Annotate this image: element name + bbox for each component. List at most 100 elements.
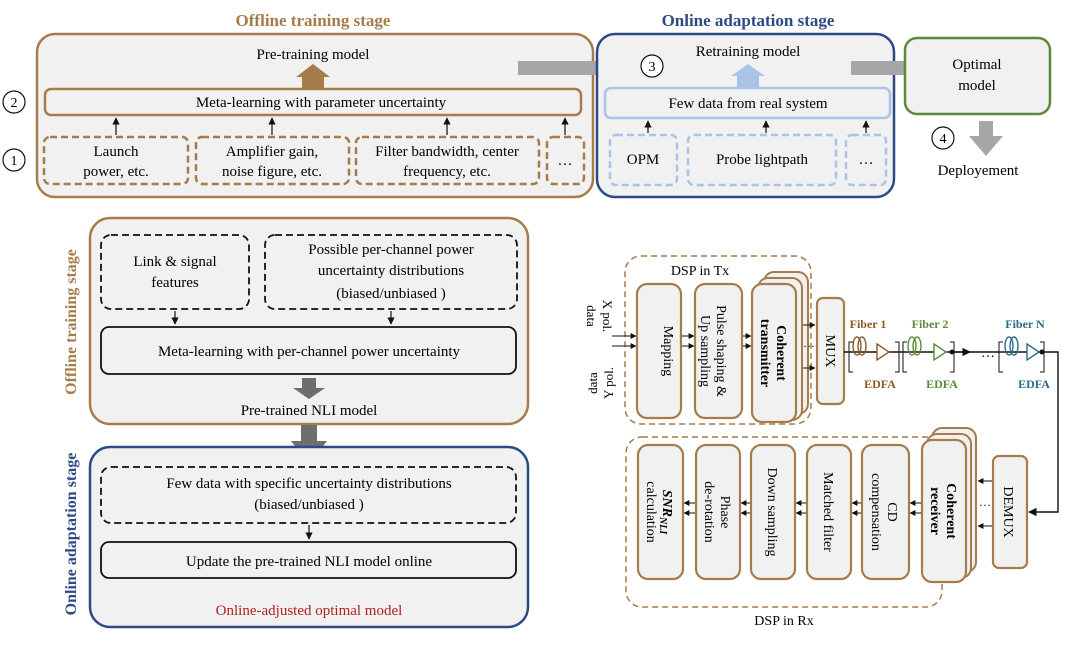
fiber1-label: Fiber 1 [850,317,887,331]
mapping-label: Mapping [660,326,675,377]
demux-rx-dots: … [979,495,991,509]
matched-filter-box [805,443,853,581]
coh-tx-box [750,282,798,424]
pretraining-label: Pre-training model [257,47,370,63]
probe-lightpath-label: Probe lightpath [716,152,809,168]
demux-box [991,454,1029,570]
update-model-label: Update the pre-trained NLI model online [186,554,433,570]
step-1-label: 1 [11,154,18,169]
online-stage-vertical: Online adaptation stage [63,453,80,616]
snr-main: SNR [659,490,674,517]
pulse-line1: Pulse shaping & [713,305,728,397]
offline-to-online-arrow [518,53,624,83]
tx-mux-dots: … [803,336,815,350]
span1-bracket-right [895,341,900,373]
meta-learning-label: Meta-learning with parameter uncertainty [196,95,447,111]
uncertainty-distributions-box [264,234,518,310]
filter-line1: Filter bandwidth, center [375,144,519,160]
launch-line2: power, etc. [83,164,149,180]
phase-line2: de-rotation [701,481,716,542]
snr-line2: calculation [643,481,658,542]
optimal-model-box [903,36,1052,116]
dist-line3: (biased/unbiased ) [336,286,446,302]
amplifier-line1: Amplifier gain, [226,144,318,160]
launch-power-box [42,135,190,186]
opm-box [608,133,679,187]
fiber-node [949,349,955,355]
filter-line2: frequency, etc. [403,164,491,180]
span1-bracket-left [848,341,853,373]
few-data-specific-box [100,466,517,524]
opm-label: OPM [627,152,660,168]
coh-rx-line1: Coherent [943,483,958,539]
mux-label: MUX [822,335,837,368]
x-pol-line2: data [584,305,599,327]
spanN-bracket-right [1040,341,1045,373]
step-2-circle [2,90,26,114]
fiber1-coil-b [857,336,867,356]
snr-calculation-box [636,443,685,581]
link-signal-box [100,234,250,310]
fiber-span-dots: … [981,346,995,361]
span2-bracket-left [902,341,907,373]
deployment-label: Deployement [938,163,1020,179]
link-to-demux-path [1028,351,1059,517]
fiber1-coil-a [852,336,862,356]
launch-line1: Launch [94,144,139,160]
pulse-shaping-box [693,282,744,420]
mux-box [815,296,846,406]
link-line2: features [151,275,199,291]
coh-tx-line2: transmitter [757,319,772,387]
fiber2-label: Fiber 2 [912,317,949,331]
online-more-label: … [859,152,874,168]
fiberN-coil-a [1004,336,1014,356]
phase-line1: Phase [717,496,732,529]
fiber2-coil-b [912,336,922,356]
offline-more-box [545,135,586,186]
edfaN-label: EDFA [1018,377,1050,391]
fewdata-line1: Few data with specific uncertainty distr… [166,476,452,492]
meta-per-channel-box [100,326,517,375]
offline-to-online-down-arrow [291,425,327,464]
online-stage-title: Online adaptation stage [662,11,835,30]
meta-per-channel-label: Meta-learning with per-channel power unc… [158,344,461,360]
fewdata-line2: (biased/unbiased ) [254,497,364,513]
step-4-label: 4 [940,132,947,147]
dsp-rx-region [625,436,943,608]
offline-more-label: … [558,153,573,169]
spanN-bracket-left [998,341,1003,373]
step-3-circle [640,54,664,78]
coh-tx-line1: Coherent [773,325,788,381]
snr-subscript: NLI [657,516,668,535]
coh-rx-box [920,438,968,584]
matched-filter-label: Matched filter [820,472,835,552]
probe-lightpath-box [686,133,838,187]
phase-derotation-box [694,443,742,581]
offline-stage-vertical: Offline training stage [63,249,80,395]
deployment-down-arrow [969,121,1003,156]
cd-compensation-box [860,443,911,581]
cd-line2: compensation [868,473,883,551]
update-model-box [100,541,517,579]
fiber2-coil-a [907,336,917,356]
mapping-box [635,282,683,420]
down-sampling-label: Down sampling [764,467,779,556]
pretrain-up-arrow [296,64,330,89]
edfa1-label: EDFA [864,377,896,391]
retraining-label: Retraining model [696,44,801,60]
x-pol-line1: X pol. [600,300,615,333]
step-2-label: 2 [11,96,18,111]
edfa1-icon [876,342,891,362]
demux-label: DEMUX [1000,486,1015,537]
cd-line1: CD [884,502,899,521]
edfa2-label: EDFA [926,377,958,391]
snr-line1: SNRNLI [657,490,674,536]
dsp-rx-label: DSP in Rx [754,614,813,629]
edfaN-icon [1026,342,1041,362]
online-adjusted-label: Online-adjusted optimal model [216,603,403,619]
step-3-label: 3 [649,60,656,75]
amplifier-box [194,135,351,186]
optimal-line2: model [958,78,996,94]
